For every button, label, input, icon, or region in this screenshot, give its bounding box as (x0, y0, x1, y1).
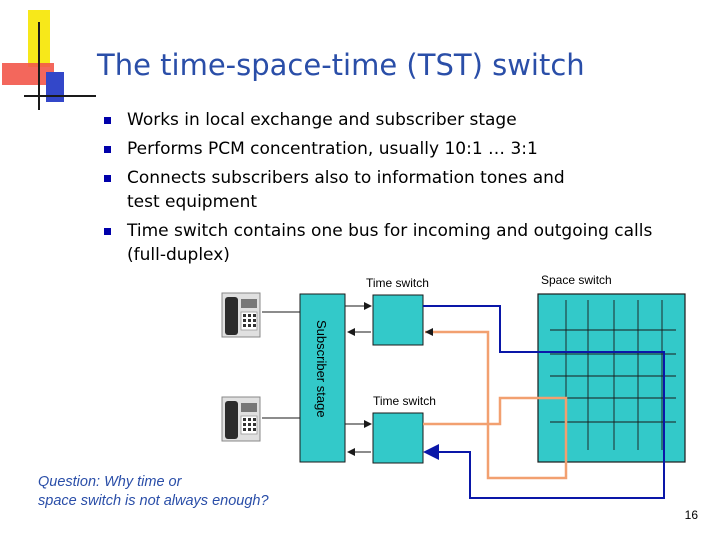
time-switch-bottom-label: Time switch (373, 394, 436, 408)
bullet-item: Works in local exchange and subscriber s… (104, 108, 704, 132)
bullet-item: Time switch contains one bus for incomin… (104, 219, 687, 267)
bullet-square-icon (104, 146, 111, 153)
bullet-list: Works in local exchange and subscriber s… (104, 108, 704, 272)
slide-title: The time-space-time (TST) switch (97, 48, 585, 82)
time-switch-bottom (372, 412, 424, 464)
subscriber-stage-block (299, 293, 346, 463)
bullet-square-icon (104, 117, 111, 124)
space-switch (537, 293, 686, 463)
bullet-square-icon (104, 175, 111, 182)
telephone-bottom-icon (221, 396, 261, 442)
time-switch-top-label: Time switch (366, 276, 429, 290)
bullet-item: Performs PCM concentration, usually 10:1… (104, 137, 704, 161)
blue-path (423, 305, 665, 499)
subscriber-stage-label: Subscriber stage (314, 320, 329, 418)
time-switch-top (372, 294, 424, 346)
question-text: Question: Why time or space switch is no… (38, 474, 269, 509)
space-switch-label: Space switch (541, 273, 612, 287)
bullet-square-icon (104, 228, 111, 235)
page-number: 16 (684, 508, 698, 522)
orange-path (423, 330, 568, 480)
bullet-item: Connects subscribers also to information… (104, 166, 597, 214)
corner-decoration (0, 0, 96, 115)
telephone-top-icon (221, 292, 261, 338)
